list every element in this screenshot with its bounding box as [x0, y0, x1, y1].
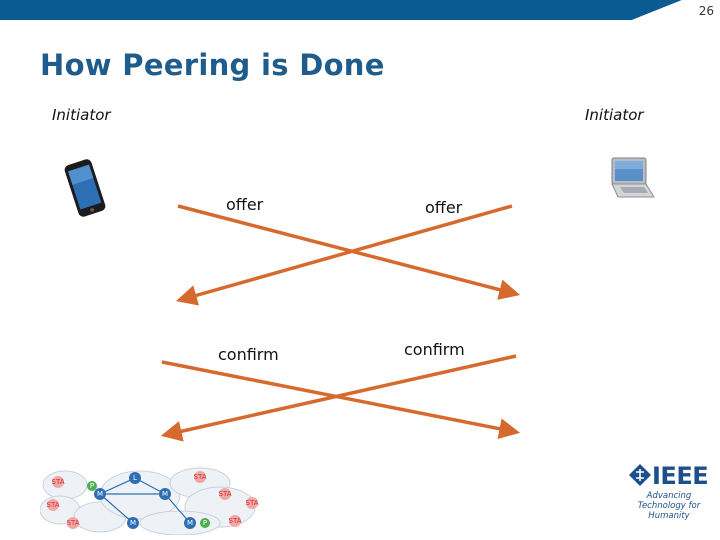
- ieee-wordmark: IEEE: [652, 462, 709, 490]
- portal-node: P: [203, 519, 207, 527]
- offer-label-left: offer: [226, 195, 264, 214]
- laptop-icon: [611, 157, 655, 198]
- sta-node: STA: [229, 517, 242, 525]
- offer-label-right: offer: [425, 198, 463, 217]
- confirm-label-right: confirm: [404, 340, 465, 359]
- ieee-diamond-icon: [629, 464, 651, 486]
- ieee-logo: IEEE Advancing Technology for Humanity: [628, 460, 709, 532]
- mesh-node: M: [187, 519, 193, 527]
- portal-node: P: [90, 482, 94, 490]
- right-initiator-label: Initiator: [585, 106, 644, 124]
- sta-node: STA: [246, 499, 259, 507]
- offer-arrow-right-to-left: [175, 204, 513, 306]
- confirm-arrow-right-to-left: [160, 354, 517, 442]
- mesh-network-icon: STA STA STA P M L M M M P STA STA STA ST…: [40, 467, 259, 535]
- mesh-node: M: [130, 519, 136, 527]
- sta-node: STA: [67, 519, 80, 527]
- slide-title: How Peering is Done: [40, 48, 385, 82]
- left-initiator-label: Initiator: [52, 106, 111, 124]
- sta-node: STA: [52, 478, 65, 486]
- sta-node: STA: [219, 490, 232, 498]
- mesh-node: M: [162, 490, 168, 498]
- leader-node: L: [133, 474, 137, 482]
- ieee-tagline: Advancing Technology for Humanity: [637, 491, 701, 521]
- header-bar: [0, 0, 720, 20]
- confirm-label-left: confirm: [218, 345, 279, 364]
- slide-number: 26: [698, 4, 714, 18]
- smartphone-icon: [64, 159, 106, 217]
- sta-node: STA: [47, 501, 60, 509]
- offer-arrow-left-to-right: [177, 204, 521, 300]
- sta-node: STA: [194, 473, 207, 481]
- mesh-node: M: [97, 490, 103, 498]
